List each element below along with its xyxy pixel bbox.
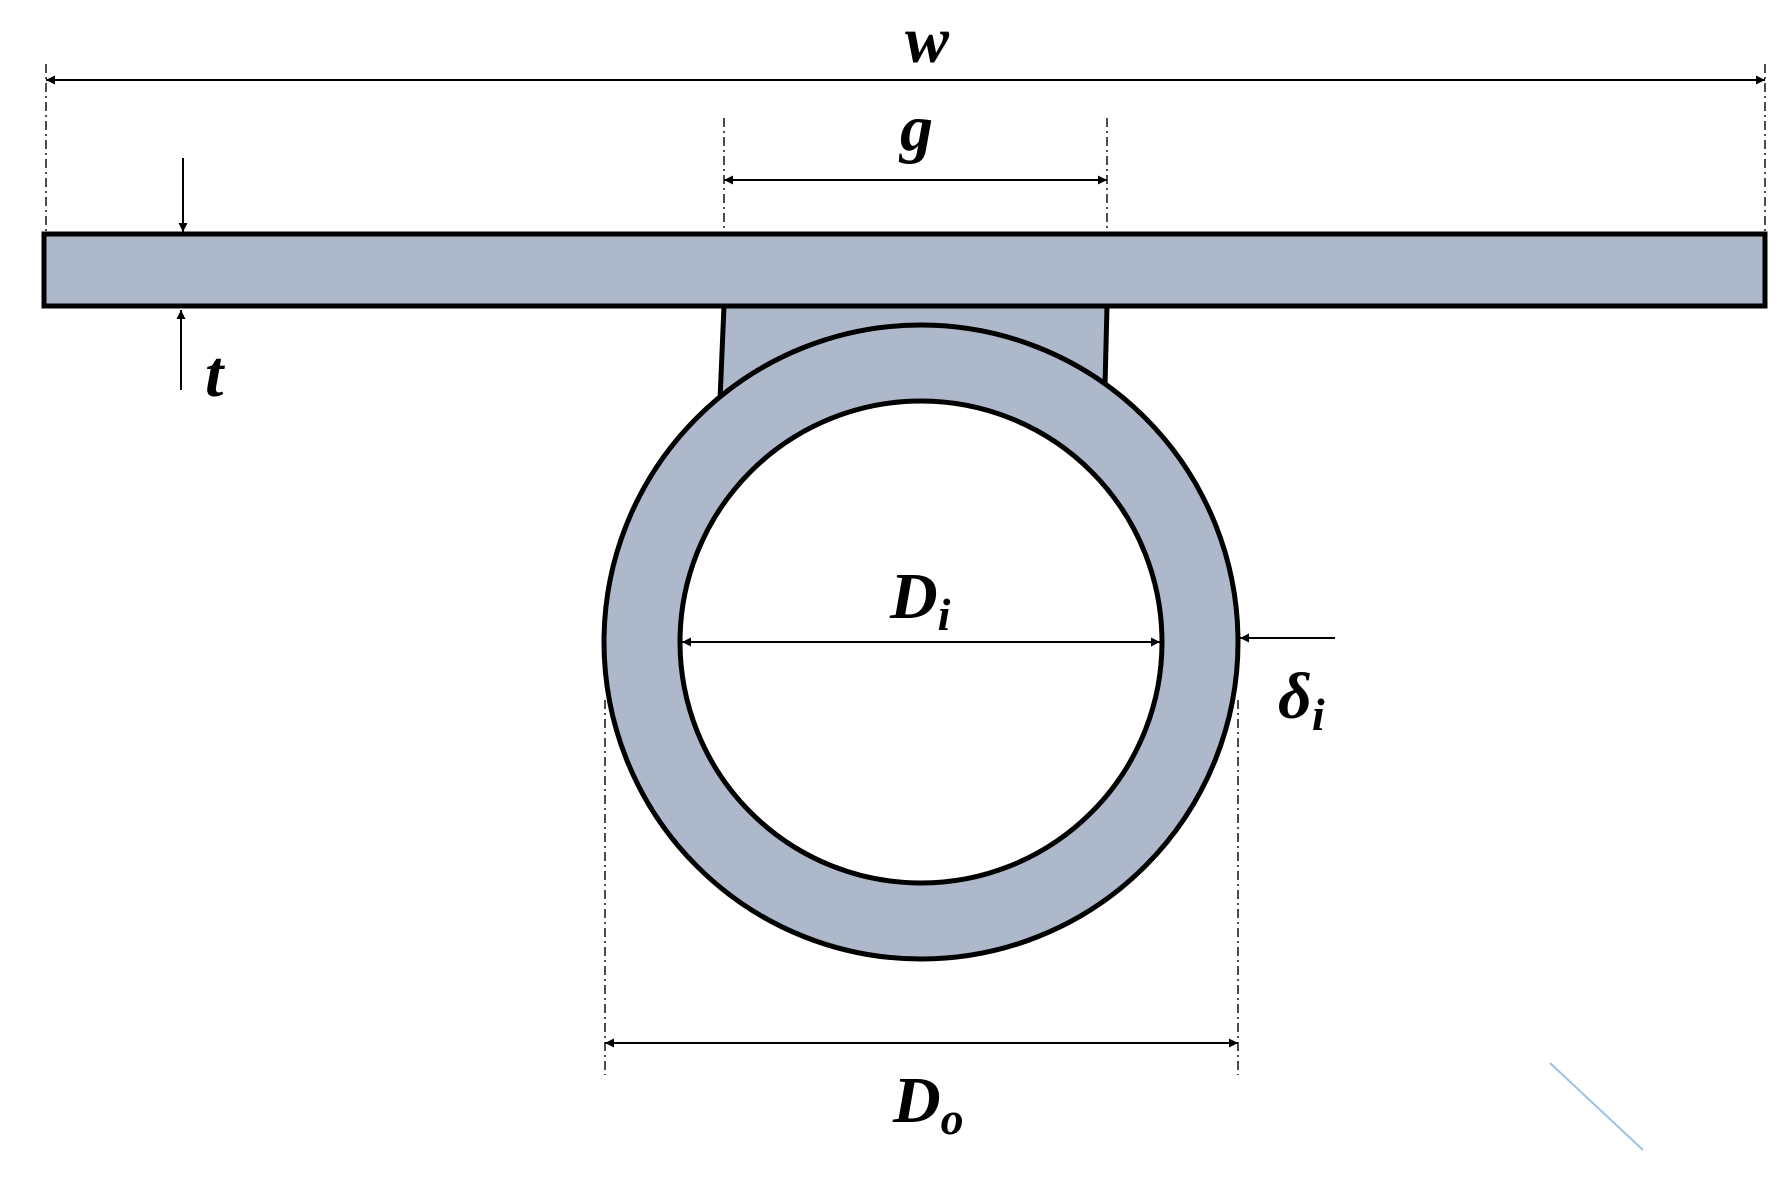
wall-thickness-label: δi bbox=[1278, 660, 1325, 740]
outer-diameter-symbol: D bbox=[892, 1064, 941, 1137]
extension-lines bbox=[45, 64, 1766, 1075]
stray-line bbox=[1549, 1062, 1644, 1151]
tube-wall bbox=[601, 322, 1241, 962]
wall-thickness-subscript: i bbox=[1312, 689, 1325, 740]
inner-diameter-subscript: i bbox=[938, 589, 951, 640]
width-label: w bbox=[905, 4, 950, 77]
inner-diameter-symbol: D bbox=[889, 560, 938, 633]
dimension-lines bbox=[46, 75, 1765, 1048]
flat-plate bbox=[41, 231, 1768, 309]
outer-diameter-subscript: o bbox=[941, 1093, 964, 1144]
outer-diameter-label: Do bbox=[892, 1064, 964, 1144]
inner-diameter-label: Di bbox=[889, 560, 951, 640]
gap-label: g bbox=[898, 92, 933, 165]
wall-thickness-symbol: δ bbox=[1278, 660, 1312, 733]
thickness-label: t bbox=[205, 338, 225, 411]
